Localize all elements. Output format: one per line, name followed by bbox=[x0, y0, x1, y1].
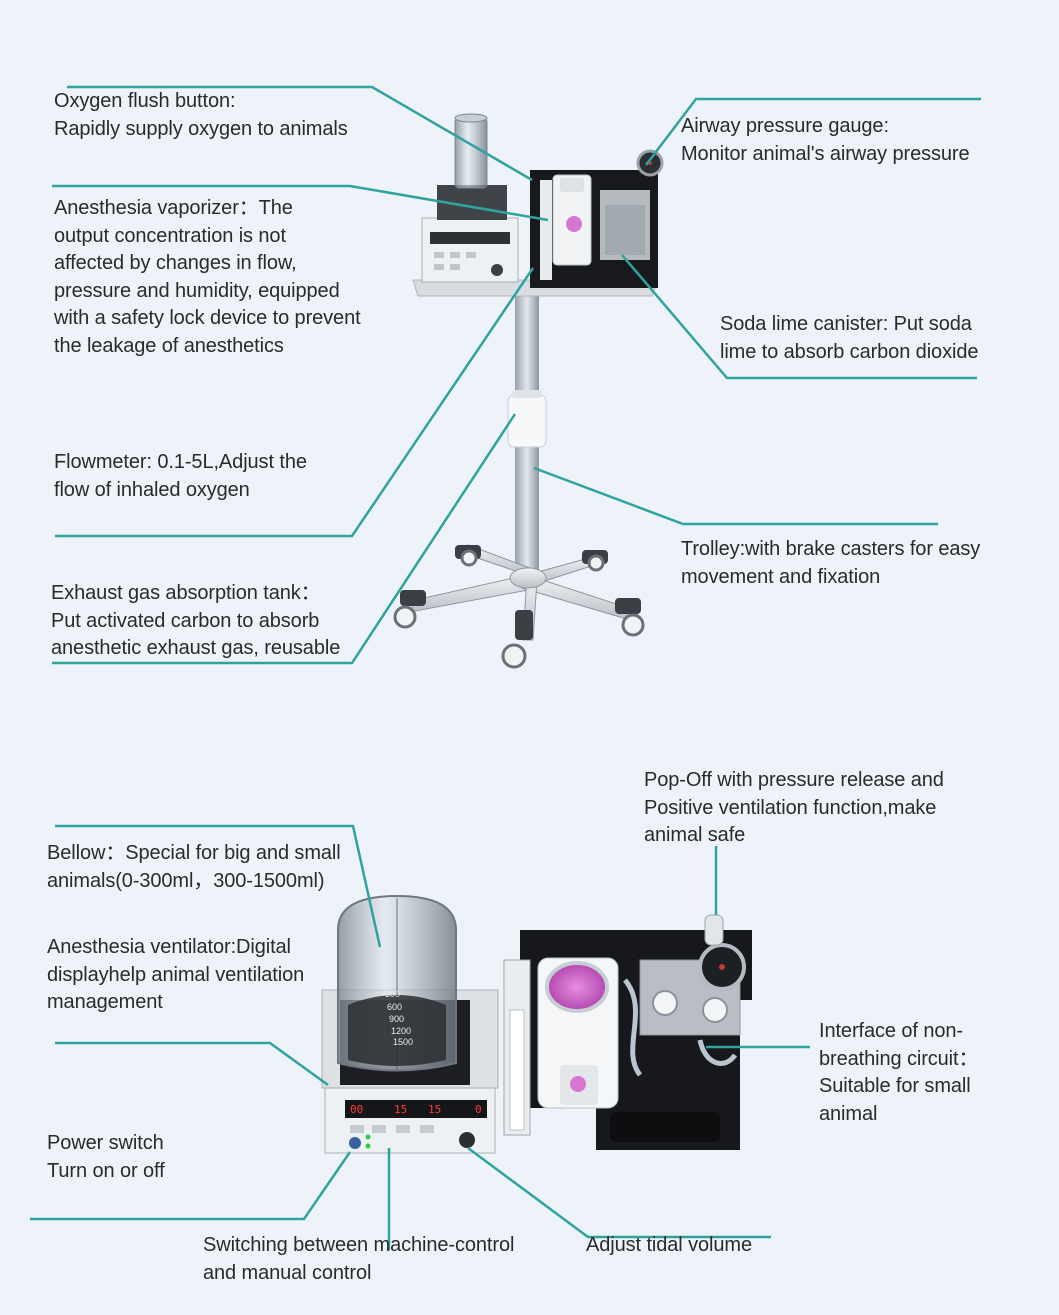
leader-power-switch bbox=[30, 1151, 352, 1221]
label-line: Anesthesia vaporizer：The bbox=[54, 197, 293, 219]
label-tidal-volume: Adjust tidal volume bbox=[586, 1232, 752, 1260]
leader-soda-lime bbox=[621, 254, 977, 380]
tidal-volume-knob bbox=[459, 1132, 475, 1148]
purple-knob bbox=[566, 216, 582, 232]
label-line: displayhelp animal ventilation bbox=[47, 963, 305, 986]
label-line: output concentration is not bbox=[54, 224, 286, 247]
scale-mark: 900 bbox=[389, 1014, 404, 1024]
leader-oxygen-flush bbox=[67, 85, 533, 182]
caster-wheels bbox=[393, 549, 645, 669]
label-line: Soda lime canister: Put soda bbox=[720, 313, 972, 335]
leader-pressure-gauge bbox=[645, 97, 981, 166]
label-ventilator: Anesthesia ventilator:Digital displayhel… bbox=[47, 934, 304, 1017]
label-line: movement and fixation bbox=[681, 565, 881, 588]
label-vaporizer: Anesthesia vaporizer：The output concentr… bbox=[54, 195, 361, 360]
flowmeter-tube bbox=[540, 180, 552, 280]
label-line: anesthetic exhaust gas, reusable bbox=[51, 637, 341, 659]
label-line: Adjust tidal volume bbox=[586, 1234, 752, 1256]
display-readout: 00 bbox=[350, 1103, 363, 1116]
label-line: management bbox=[47, 991, 163, 1013]
label-line: pressure and humidity, equipped bbox=[54, 279, 340, 302]
label-line: Suitable for small bbox=[819, 1075, 971, 1097]
label-exhaust-tank: Exhaust gas absorption tank： Put activat… bbox=[51, 580, 340, 663]
label-line: Positive ventilation function,make bbox=[644, 796, 937, 819]
leader-vaporizer bbox=[52, 184, 549, 222]
label-line: affected by changes in flow, bbox=[54, 252, 297, 274]
power-switch-button bbox=[349, 1137, 361, 1149]
label-line: Turn on or off bbox=[47, 1159, 165, 1182]
label-line: Oxygen flush button: bbox=[54, 90, 236, 112]
label-line: lime to absorb carbon dioxide bbox=[720, 340, 979, 363]
label-switching: Switching between machine-control and ma… bbox=[203, 1232, 514, 1287]
label-line: breathing circuit： bbox=[819, 1047, 979, 1070]
label-line: animals(0-300ml，300-1500ml) bbox=[47, 869, 325, 892]
pop-off-valve bbox=[704, 914, 724, 946]
leader-tidal-volume bbox=[467, 1146, 771, 1239]
label-non-breathing: Interface of non- breathing circuit： Sui… bbox=[819, 1018, 978, 1128]
label-oxygen-flush: Oxygen flush button: Rapidly supply oxyg… bbox=[54, 88, 348, 143]
label-line: with a safety lock device to prevent bbox=[54, 307, 361, 329]
label-line: Flowmeter: 0.1-5L,Adjust the bbox=[54, 451, 307, 473]
label-line: Put activated carbon to absorb bbox=[51, 609, 320, 632]
label-line: animal bbox=[819, 1102, 878, 1125]
label-line: Switching between machine-control bbox=[203, 1234, 515, 1256]
leader-exhaust-tank bbox=[52, 413, 517, 665]
label-line: the leakage of anesthetics bbox=[54, 334, 284, 357]
scale-mark: 1500 bbox=[393, 1037, 413, 1047]
scale-mark: 600 bbox=[387, 1002, 402, 1012]
scale-mark: 300 bbox=[385, 989, 400, 999]
leader-lines bbox=[30, 85, 981, 1250]
leader-trolley bbox=[533, 466, 938, 526]
label-line: Bellow：Special for big and small bbox=[47, 842, 341, 864]
closeup-machine bbox=[321, 894, 752, 1154]
label-line: Exhaust gas absorption tank： bbox=[51, 582, 321, 604]
label-line: Pop-Off with pressure release and bbox=[644, 769, 944, 791]
label-line: Anesthesia ventilator:Digital bbox=[47, 936, 291, 958]
trolley-machine bbox=[393, 113, 664, 669]
label-power-switch: Power switch Turn on or off bbox=[47, 1130, 165, 1185]
label-line: Monitor animal's airway pressure bbox=[681, 142, 970, 165]
label-line: flow of inhaled oxygen bbox=[54, 478, 250, 501]
display-readout: 0 bbox=[475, 1103, 482, 1116]
label-soda-lime: Soda lime canister: Put soda lime to abs… bbox=[720, 311, 978, 366]
leader-ventilator bbox=[55, 1041, 329, 1087]
label-line: Power switch bbox=[47, 1132, 164, 1154]
label-line: Interface of non- bbox=[819, 1020, 963, 1042]
exhaust-tank bbox=[507, 394, 547, 448]
label-flowmeter: Flowmeter: 0.1-5L,Adjust the flow of inh… bbox=[54, 449, 307, 504]
ventilator-display: 00 15 15 0 bbox=[350, 1103, 482, 1116]
leader-flowmeter bbox=[55, 267, 535, 538]
scale-mark: 1200 bbox=[391, 1026, 411, 1036]
label-line: Trolley:with brake casters for easy bbox=[681, 538, 981, 560]
leader-bellow bbox=[55, 824, 382, 948]
bellow-scale: 300 600 900 1200 1500 bbox=[385, 989, 413, 1047]
label-line: Airway pressure gauge: bbox=[681, 115, 889, 137]
label-pop-off: Pop-Off with pressure release and Positi… bbox=[644, 767, 944, 850]
display-readout: 15 bbox=[394, 1103, 407, 1116]
label-line: animal safe bbox=[644, 824, 746, 846]
label-pressure-gauge: Airway pressure gauge: Monitor animal's … bbox=[681, 113, 970, 168]
ventilator-unit bbox=[421, 217, 519, 283]
label-bellow: Bellow：Special for big and small animals… bbox=[47, 840, 341, 895]
label-line: and manual control bbox=[203, 1261, 372, 1284]
display-readout: 15 bbox=[428, 1103, 441, 1116]
label-trolley: Trolley:with brake casters for easy move… bbox=[681, 536, 980, 591]
label-line: Rapidly supply oxygen to animals bbox=[54, 117, 348, 140]
